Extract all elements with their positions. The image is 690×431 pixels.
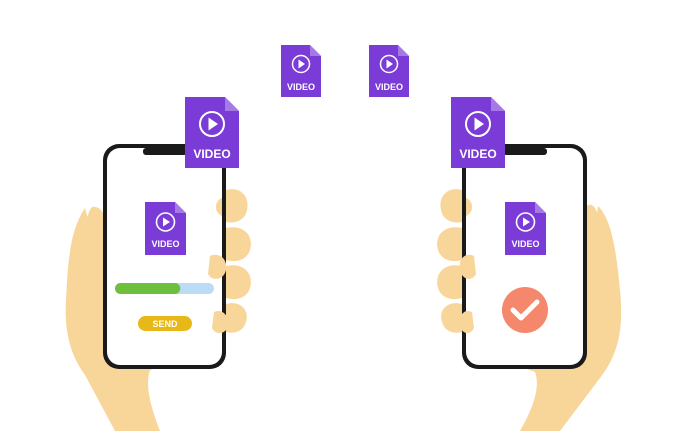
receiver-phone-screen	[466, 148, 583, 365]
receiver-screen-file-label: VIDEO	[511, 239, 539, 249]
sender-screen-video-file: VIDEO	[145, 202, 186, 255]
receiver-fingertips	[459, 198, 476, 334]
receiver-hand-palm	[490, 206, 622, 431]
sender-fingers	[226, 189, 251, 333]
flying-video-file-1: VIDEO	[185, 97, 239, 168]
play-icon	[379, 54, 399, 74]
play-icon	[515, 212, 536, 232]
sender-screen-file-label: VIDEO	[151, 239, 179, 249]
flying-video-file-2: VIDEO	[281, 45, 321, 97]
receiver-fingers	[437, 189, 462, 333]
flying-video-file-4: VIDEO	[451, 97, 505, 168]
sender-phone-notch	[143, 148, 187, 155]
flying-file-1-label: VIDEO	[193, 147, 230, 161]
upload-progress-bar	[115, 283, 214, 294]
receiver-phone-notch	[503, 148, 547, 155]
play-icon	[155, 212, 176, 232]
checkmark-icon	[502, 287, 548, 333]
play-icon	[465, 111, 491, 137]
upload-progress-fill	[115, 283, 181, 294]
flying-file-4-label: VIDEO	[459, 147, 496, 161]
flying-video-file-3: VIDEO	[369, 45, 409, 97]
sender-group: VIDEO SEND	[65, 144, 251, 431]
flying-file-3-label: VIDEO	[375, 82, 403, 92]
sender-hand-thumb	[85, 206, 108, 330]
play-icon	[291, 54, 311, 74]
flying-file-2-label: VIDEO	[287, 82, 315, 92]
receiver-group: VIDEO	[437, 144, 622, 431]
receiver-screen-video-file: VIDEO	[505, 202, 546, 255]
send-button[interactable]: SEND	[138, 316, 192, 331]
send-button-label: SEND	[152, 319, 178, 329]
sender-fingertips	[208, 198, 229, 334]
play-icon	[199, 111, 225, 137]
sender-phone-screen	[107, 148, 222, 365]
